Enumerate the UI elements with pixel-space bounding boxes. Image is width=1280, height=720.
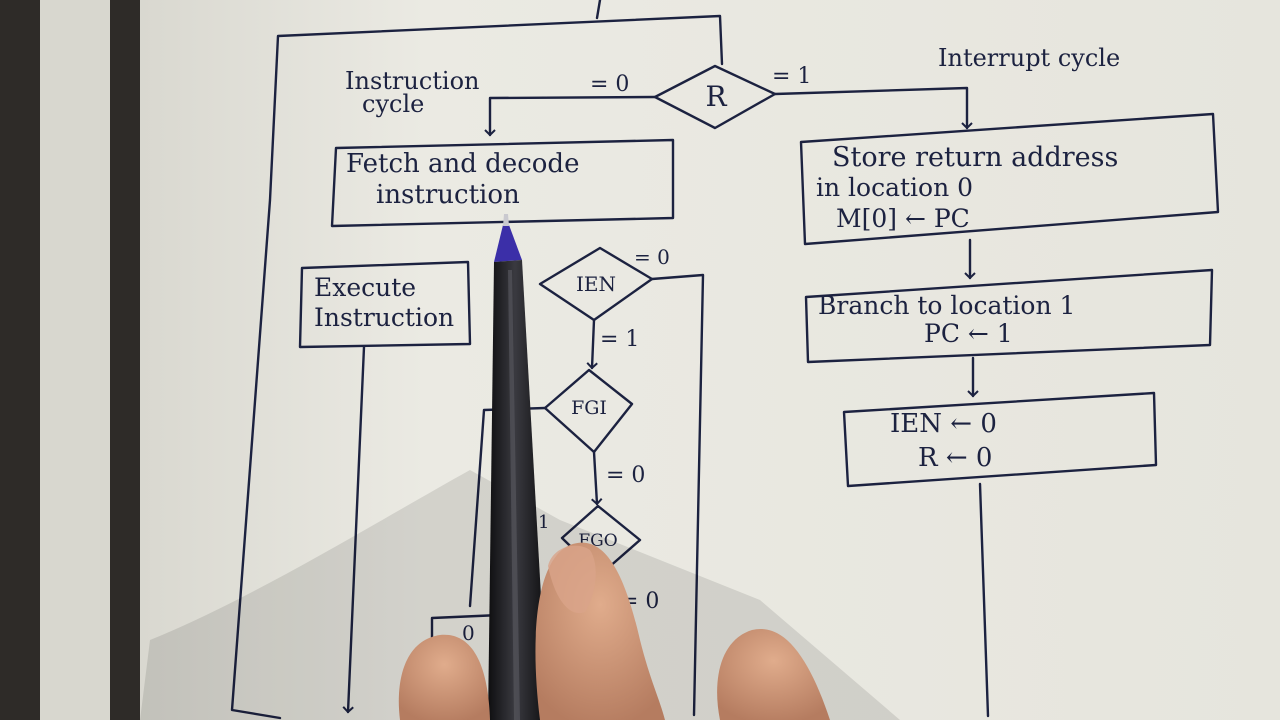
- fetch-box-text-line2: instruction: [376, 180, 520, 210]
- store-box-text-line3: M[0] ← PC: [836, 204, 970, 233]
- r-one-branch: [773, 86, 973, 130]
- execute-box: [298, 260, 472, 349]
- r-one-label: = 1: [772, 64, 811, 89]
- r-decision-label: R: [705, 80, 727, 113]
- ien-zero-label: = 0: [634, 245, 670, 269]
- finger-left: [398, 634, 490, 720]
- hand: [398, 542, 830, 720]
- store-box-text-line1: Store return address: [832, 142, 1118, 173]
- pen-tip-point: [503, 214, 509, 226]
- reset-down-line: [978, 482, 990, 718]
- ien-zero-branch: [650, 273, 705, 717]
- pen-tip: [494, 225, 522, 262]
- left-page-strip: [40, 0, 110, 720]
- store-box: [799, 112, 1220, 246]
- ien-decision-label: IEN: [576, 272, 616, 296]
- instruction-cycle-label-line2: cycle: [362, 90, 424, 118]
- fgi-to-fgo: [591, 450, 603, 506]
- branch-box-text-line1: Branch to location 1: [818, 291, 1075, 320]
- pen-barrel: [488, 260, 548, 720]
- reset-box-text-line1: IEN ← 0: [890, 409, 997, 439]
- paper-page: [140, 0, 1280, 720]
- pen-highlight: [508, 270, 520, 720]
- fgi-one-label: 1: [538, 512, 549, 533]
- instruction-cycle-label-line1: Instruction: [345, 67, 480, 95]
- fgi-decision-label: FGI: [571, 397, 607, 419]
- ien-one-label: = 1: [600, 327, 639, 352]
- r-decision-diamond: [653, 64, 777, 130]
- r-zero-label: = 0: [590, 72, 629, 97]
- loop-line-left: [230, 0, 724, 720]
- execute-box-text-line2: Instruction: [314, 303, 454, 332]
- fingernail-center: [548, 545, 596, 614]
- pen: [488, 214, 548, 720]
- reset-box-text-line2: R ← 0: [918, 443, 992, 473]
- execute-box-text-line1: Execute: [314, 273, 416, 302]
- partial-box-text: 0: [462, 621, 475, 645]
- branch-box-text-line2: PC ← 1: [924, 319, 1013, 348]
- fetch-box: [330, 138, 675, 228]
- reset-box: [842, 391, 1158, 488]
- execute-down-line: [342, 345, 366, 714]
- fetch-box-text-line1: Fetch and decode: [346, 149, 579, 179]
- branch-box: [804, 268, 1214, 364]
- r-zero-branch: [484, 95, 657, 137]
- finger-right: [717, 628, 830, 720]
- ien-to-fgi: [586, 318, 598, 370]
- fgi-zero-label: = 0: [606, 463, 645, 488]
- store-box-text-line2: in location 0: [816, 173, 973, 202]
- interrupt-cycle-label: Interrupt cycle: [938, 44, 1120, 72]
